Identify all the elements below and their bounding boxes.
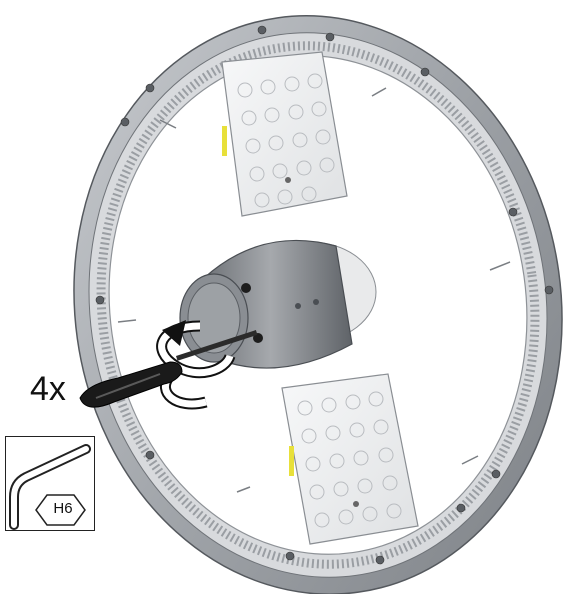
mounting-brackets — [117, 87, 511, 493]
tool-callout — [5, 436, 95, 531]
hex-size-badge — [35, 494, 86, 526]
rim-screws — [95, 25, 554, 565]
led-panel-top — [221, 51, 348, 217]
led-panel-bottom — [281, 373, 419, 545]
screwdriver — [79, 330, 258, 408]
hex-key-icon — [9, 444, 91, 530]
tool-size-label: H6 — [53, 500, 73, 517]
quantity-label: 4x — [30, 370, 66, 408]
